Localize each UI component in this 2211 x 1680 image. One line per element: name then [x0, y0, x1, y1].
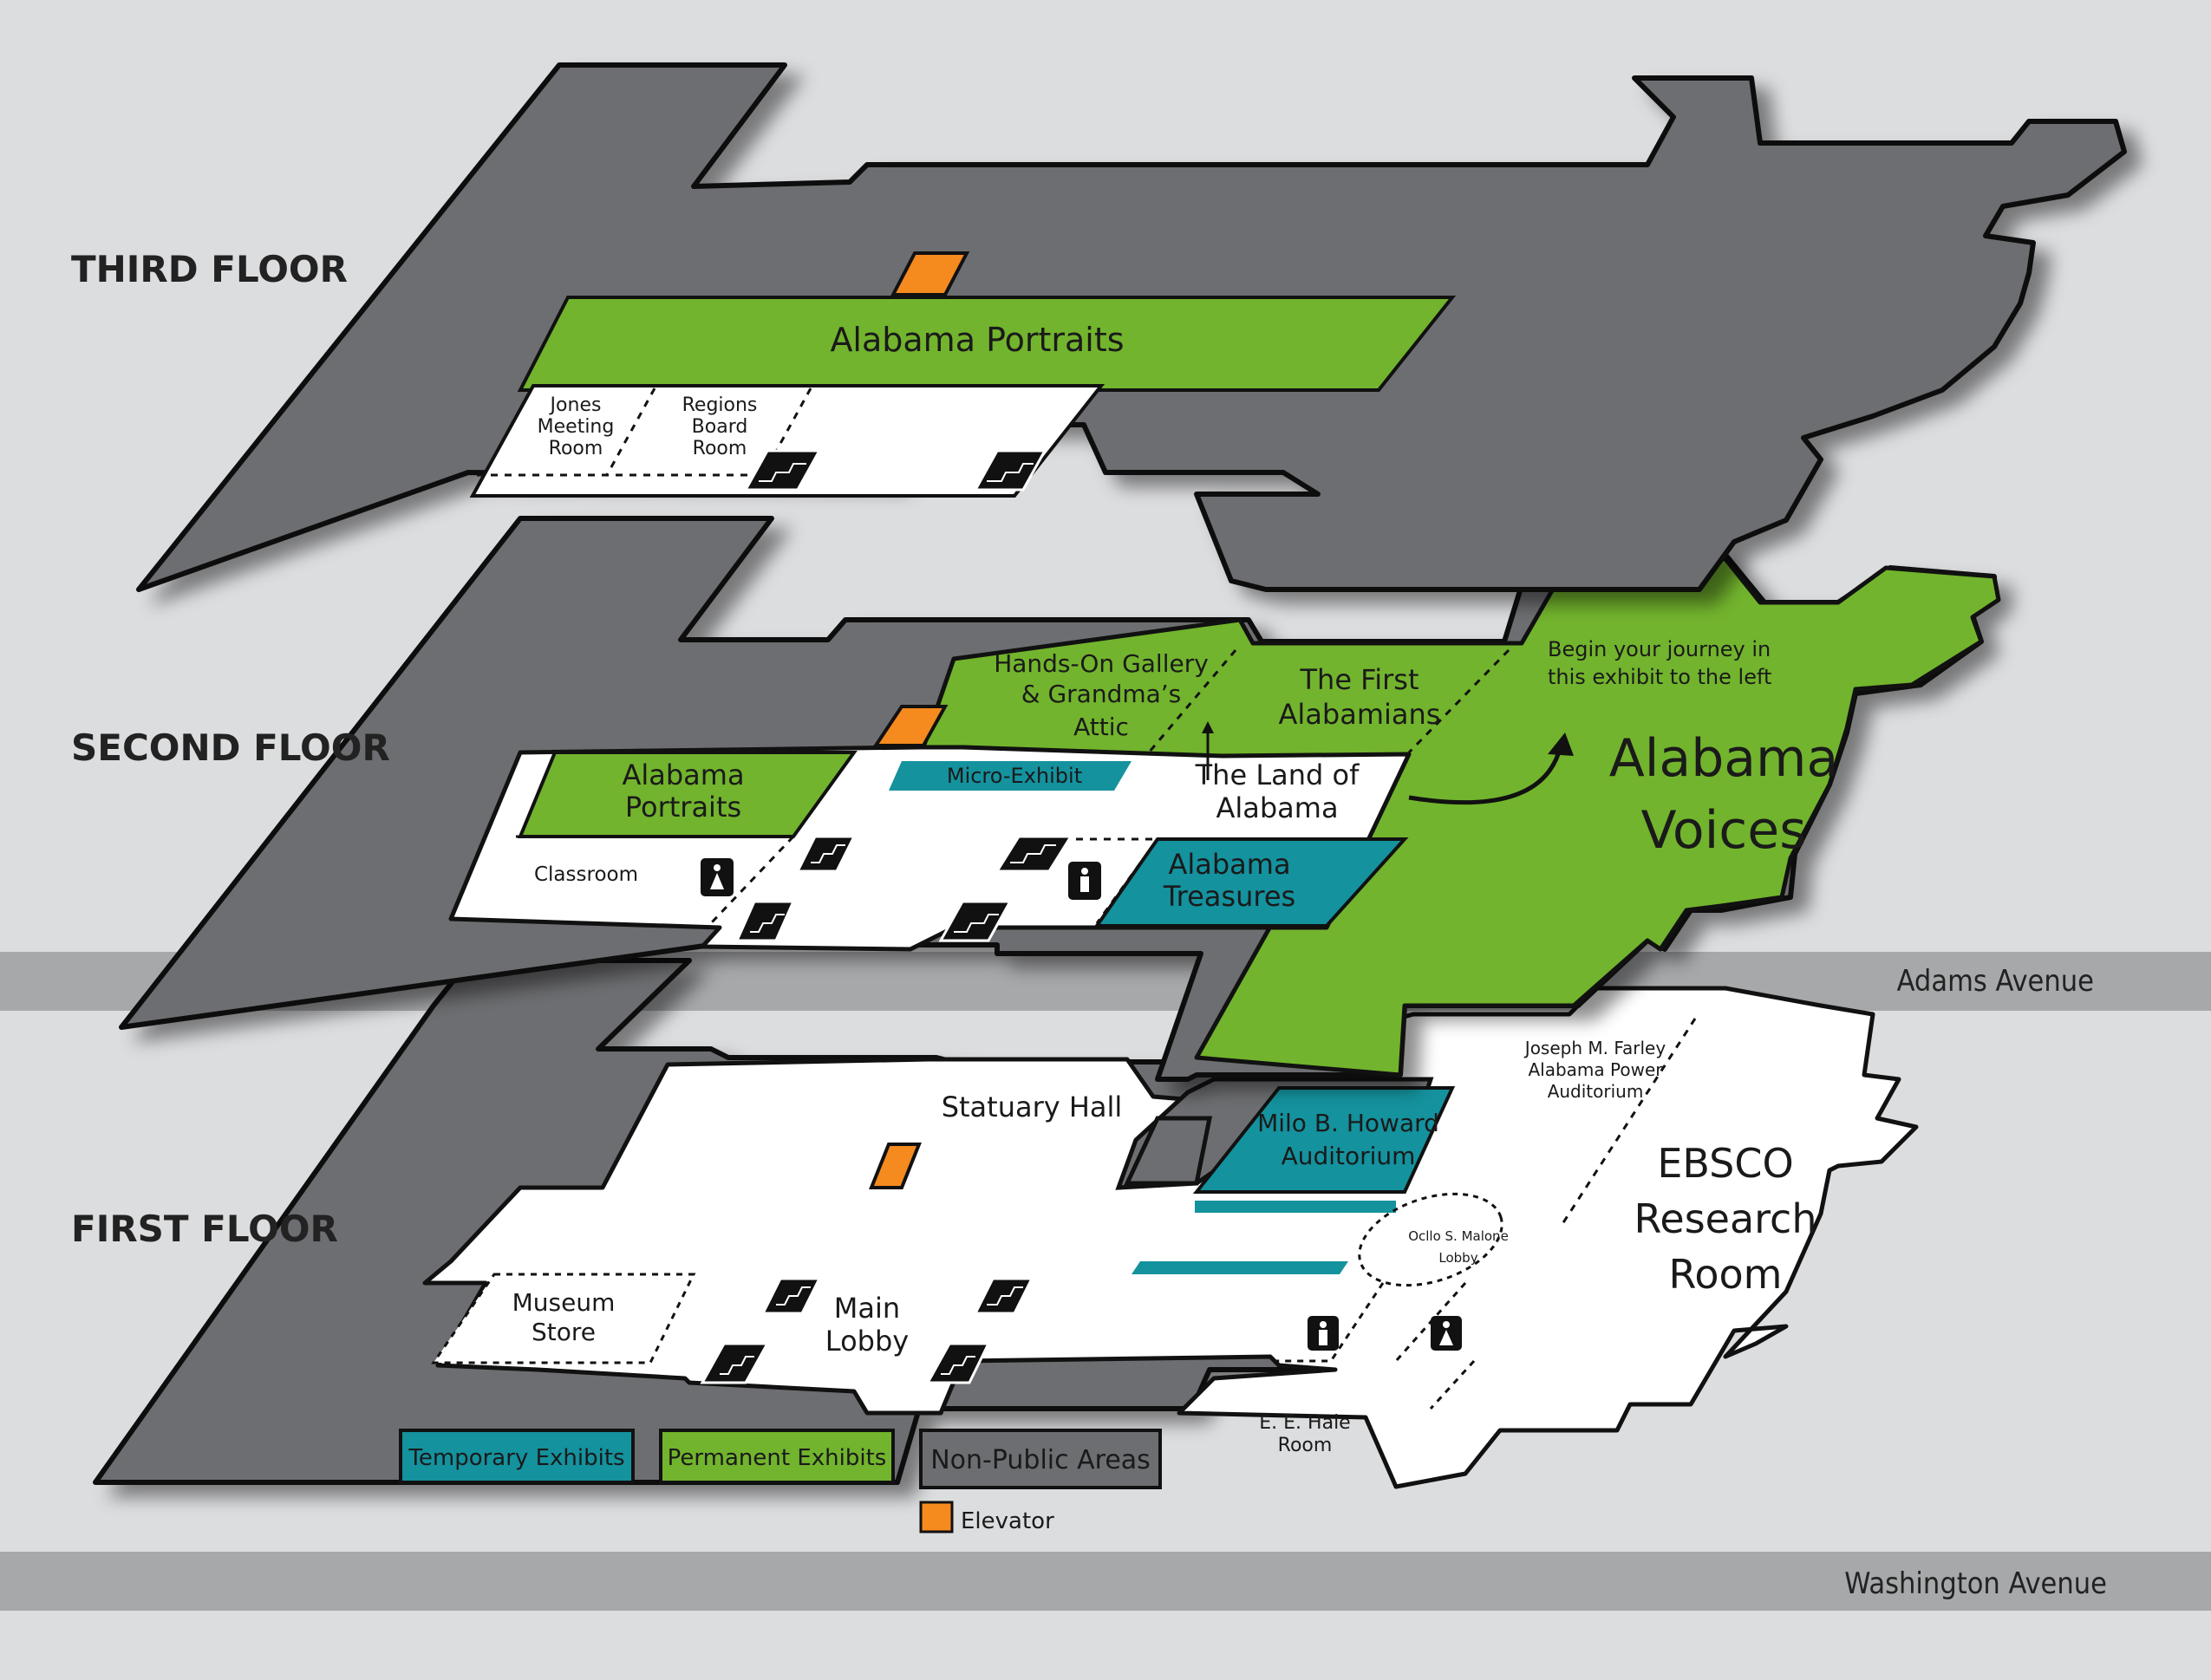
- land-of-alabama-arrowhead: [1202, 721, 1214, 733]
- milo-howard-stripe: [1195, 1201, 1396, 1213]
- second-floor-elevator[interactable]: [872, 705, 949, 747]
- first-floor-stair-3[interactable]: [973, 1277, 1034, 1315]
- classroom-label: Classroom: [534, 863, 638, 886]
- second-floor-stair-2[interactable]: [734, 900, 796, 942]
- first-floor-restroom-2[interactable]: [1431, 1316, 1462, 1351]
- ebsco-label-3: Room: [1669, 1251, 1783, 1298]
- regions-label-1: Regions: [682, 394, 758, 416]
- third-floor-stair-2[interactable]: [973, 449, 1047, 492]
- hands-on-label-3: Attic: [1073, 713, 1129, 741]
- treasures-label-2: Treasures: [1163, 880, 1295, 913]
- first-alabamians-divider: [1407, 648, 1510, 754]
- main-lobby-label-1: Main: [834, 1292, 900, 1325]
- legend-elevator-swatch: [919, 1501, 954, 1533]
- statuary-hall-label: Statuary Hall: [942, 1091, 1123, 1123]
- second-floor-restroom-2[interactable]: [1068, 862, 1101, 900]
- classroom-divider: [516, 835, 797, 925]
- third-floor-elevator[interactable]: [890, 251, 970, 296]
- first-floor-label: FIRST FLOOR: [71, 1208, 338, 1250]
- washington-avenue-label: Washington Avenue: [1844, 1566, 2107, 1601]
- first-floor-public-area: [422, 986, 1919, 1489]
- begin-journey-arrowhead: [1548, 733, 1574, 756]
- first-floor: FIRST FLOOR Statuary Hall Milo B. Howard…: [71, 958, 1919, 1489]
- restroom-divider-second: [1062, 837, 1160, 924]
- adams-avenue-label: Adams Avenue: [1897, 964, 2094, 999]
- milo-label-2: Auditorium: [1282, 1142, 1416, 1170]
- museum-store-label-2: Store: [532, 1318, 596, 1346]
- micro-exhibit[interactable]: [889, 761, 1132, 791]
- statuary-hall-wall: [1124, 1116, 1213, 1186]
- legend-permanent-label: Permanent Exhibits: [668, 1445, 887, 1471]
- jones-divider: [605, 387, 656, 476]
- legend-temporary-label: Temporary Exhibits: [408, 1445, 624, 1471]
- second-floor: SECOND FLOOR Hands-On Gallery & Grandma’…: [71, 516, 2001, 1082]
- micro-exhibit-label: Micro-Exhibit: [947, 764, 1082, 788]
- second-portraits-label-2: Portraits: [625, 791, 741, 824]
- regions-divider: [761, 387, 812, 476]
- first-alabamians-label-2: Alabamians: [1279, 698, 1441, 731]
- legend-nonpublic-label: Non-Public Areas: [930, 1445, 1151, 1475]
- first-floor-stair-1[interactable]: [760, 1277, 822, 1315]
- museum-store-label-1: Museum: [512, 1288, 616, 1317]
- third-floor: THIRD FLOOR Alabama Portraits Jones Meet…: [71, 62, 2127, 592]
- regions-label-3: Room: [693, 438, 747, 459]
- land-label-2: Alabama: [1216, 791, 1338, 824]
- third-portraits-label: Alabama Portraits: [830, 321, 1124, 359]
- third-floor-public-area: [469, 384, 1106, 498]
- legend-permanent-swatch: [659, 1429, 895, 1484]
- jones-label-3: Room: [549, 438, 603, 459]
- begin-journey-arrow: [1408, 745, 1563, 805]
- malone-label-1: Ocllo S. Malone: [1408, 1228, 1509, 1244]
- legend: Temporary Exhibits Permanent Exhibits No…: [399, 1429, 1162, 1534]
- farley-label-1: Joseph M. Farley: [1523, 1038, 1666, 1058]
- alabama-voices-label-2: Voices: [1641, 800, 1807, 861]
- second-floor-restroom-1[interactable]: [701, 858, 734, 896]
- begin-label-2: this exhibit to the left: [1548, 665, 1771, 689]
- milo-howard-auditorium[interactable]: [1192, 1086, 1456, 1194]
- ebsco-label-1: EBSCO: [1657, 1140, 1793, 1187]
- second-floor-stair-4[interactable]: [938, 900, 1013, 942]
- legend-nonpublic-swatch: [919, 1429, 1162, 1489]
- first-floor-stair-2[interactable]: [700, 1342, 770, 1384]
- hands-on-label-2: & Grandma’s: [1021, 680, 1182, 708]
- farley-label-3: Auditorium: [1548, 1081, 1644, 1102]
- third-floor-label: THIRD FLOOR: [71, 248, 348, 290]
- first-alabamians-label-1: The First: [1299, 663, 1419, 696]
- begin-label-1: Begin your journey in: [1548, 637, 1771, 661]
- hale-label-2: Room: [1278, 1435, 1333, 1456]
- ebsco-label-2: Research: [1634, 1195, 1817, 1242]
- land-label-1: The Land of: [1195, 759, 1360, 791]
- malone-label-2: Lobby: [1438, 1250, 1477, 1266]
- first-floor-stair-4[interactable]: [925, 1342, 991, 1384]
- second-floor-stair-1[interactable]: [795, 835, 857, 873]
- restroom-divider: [1270, 1282, 1385, 1363]
- second-floor-label: SECOND FLOOR: [71, 726, 390, 769]
- jones-label-1: Jones: [549, 394, 602, 416]
- third-floor-stair-1[interactable]: [743, 449, 822, 492]
- second-portraits-label-1: Alabama: [622, 759, 744, 791]
- hale-divider: [1429, 1359, 1476, 1410]
- legend-elevator-label: Elevator: [961, 1508, 1054, 1534]
- alabama-treasures-exhibit[interactable]: [1093, 837, 1409, 928]
- first-floor-elevator[interactable]: [869, 1143, 922, 1189]
- main-lobby-label-2: Lobby: [825, 1325, 909, 1358]
- alabama-voices-label-1: Alabama: [1609, 728, 1839, 789]
- malone-lobby[interactable]: [1347, 1177, 1513, 1302]
- third-floor-alabama-portraits[interactable]: [517, 296, 1457, 392]
- washington-avenue-road: [0, 1552, 2211, 1611]
- regions-label-2: Board: [692, 416, 748, 438]
- hands-on-divider: [1147, 649, 1237, 753]
- hale-label-1: E. E. Hale: [1259, 1412, 1350, 1434]
- second-floor-stair-3[interactable]: [995, 835, 1073, 873]
- first-floor-restroom-1[interactable]: [1308, 1316, 1339, 1351]
- hands-on-label-1: Hands-On Gallery: [994, 649, 1209, 678]
- jones-label-2: Meeting: [538, 416, 615, 438]
- farley-label-2: Alabama Power: [1528, 1059, 1663, 1080]
- legend-temporary-swatch: [399, 1429, 635, 1484]
- treasures-label-1: Alabama: [1168, 848, 1290, 881]
- temporary-exhibit-stripe: [1132, 1261, 1348, 1274]
- milo-label-1: Milo B. Howard: [1257, 1109, 1439, 1137]
- museum-store[interactable]: [431, 1273, 696, 1364]
